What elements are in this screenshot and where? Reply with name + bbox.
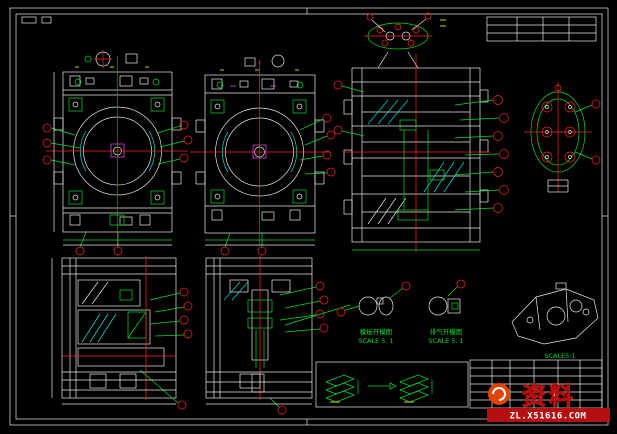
hatch bbox=[81, 281, 117, 343]
watermark-site-text: ZL.X51616.COM bbox=[510, 412, 587, 422]
plan-view-2 bbox=[190, 54, 336, 256]
watermark-logo-swirl bbox=[492, 387, 506, 401]
corner-mark bbox=[41, 16, 52, 24]
section-view-main bbox=[333, 51, 509, 252]
watermark-logo-icon bbox=[488, 383, 510, 405]
watermark: 资料 ZL.X51616.COM bbox=[487, 382, 610, 422]
guide-blocks bbox=[210, 99, 307, 204]
watermark-bar bbox=[487, 408, 610, 422]
exploded-plates-1 bbox=[325, 374, 359, 403]
callout-balloons bbox=[269, 281, 329, 415]
drawing-frame bbox=[9, 7, 609, 426]
guide-blocks bbox=[68, 97, 165, 205]
hatch bbox=[223, 281, 249, 301]
plan-view-1 bbox=[42, 50, 193, 256]
dimension-lines bbox=[53, 66, 172, 246]
exploded-plates-2 bbox=[399, 374, 433, 403]
callout-balloons bbox=[220, 113, 336, 256]
gate-detail bbox=[364, 12, 446, 50]
section-view-center bbox=[205, 256, 351, 415]
revision-table bbox=[486, 16, 597, 42]
corner-mark bbox=[21, 16, 37, 24]
callout-balloons bbox=[42, 120, 193, 256]
ejector-pins bbox=[397, 119, 445, 221]
arrow-icon bbox=[389, 382, 397, 390]
detail-1-title: 模板开模图 bbox=[360, 327, 393, 336]
detail-1-scale: SCALE 5. 1 bbox=[358, 337, 393, 345]
small-detail-1: 模板开模图 SCALE 5. 1 bbox=[336, 281, 411, 345]
small-detail-2: 排气开模图 SCALE 5. 1 bbox=[428, 279, 466, 345]
detail-2-scale: SCALE 5. 1 bbox=[428, 337, 463, 345]
watermark-brand-text: 资料 bbox=[522, 382, 576, 410]
exploded-detail-box bbox=[315, 361, 469, 408]
bolt-circle-detail bbox=[524, 82, 601, 193]
callout-balloons bbox=[333, 80, 509, 213]
section-view-left bbox=[51, 256, 193, 410]
callout-balloons bbox=[139, 287, 193, 410]
iso-view: SCALE5:1 bbox=[511, 282, 599, 360]
locating-ring-detail bbox=[84, 50, 138, 68]
iso-scale-label: SCALE5:1 bbox=[544, 352, 575, 360]
hatch-core bbox=[367, 197, 407, 225]
detail-2-title: 排气开模图 bbox=[430, 327, 463, 336]
